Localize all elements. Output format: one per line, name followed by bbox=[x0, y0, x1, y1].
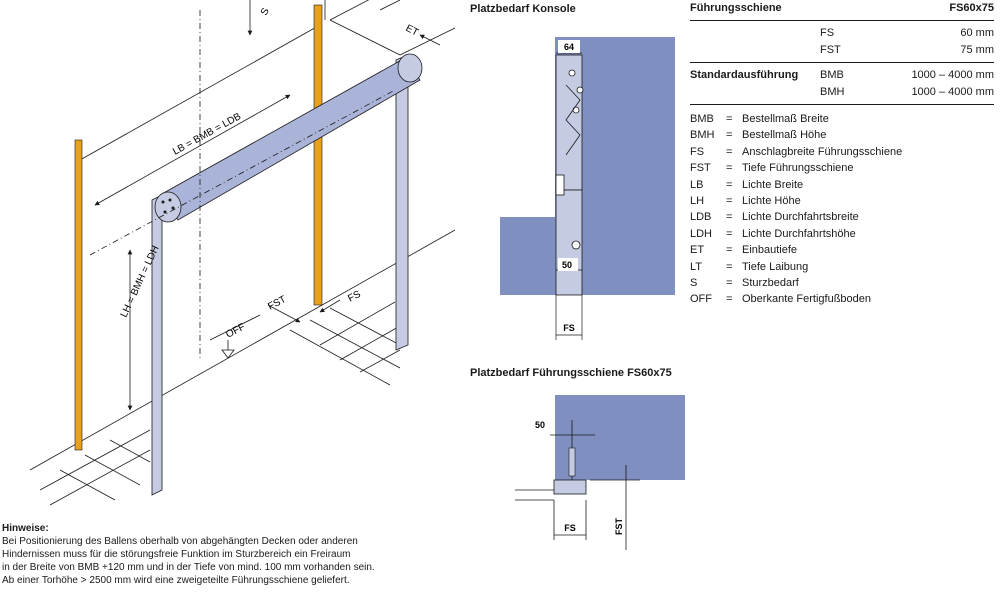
legend-item: LH=Lichte Höhe bbox=[690, 194, 801, 207]
legend-item: BMH=Bestellmaß Höhe bbox=[690, 129, 827, 142]
schiene-dim-fs: FS bbox=[564, 523, 576, 533]
spec-title: Führungsschiene bbox=[690, 2, 782, 14]
main-isometric-diagram: S ET LB = BMB = LDB LH = BMH = LDH FST F… bbox=[29, 0, 456, 506]
konsole-diagram: 64 50 FS bbox=[480, 37, 675, 340]
legend-item: LT=Tiefe Laibung bbox=[690, 260, 809, 273]
label-lb: LB = BMB = LDB bbox=[171, 111, 243, 158]
left-guide-rail bbox=[151, 194, 163, 496]
legend-item: ET=Einbautiefe bbox=[690, 244, 798, 257]
left-wall-edge bbox=[74, 139, 83, 451]
label-off: OFF bbox=[224, 322, 247, 341]
schiene-title: Platzbedarf Führungsschiene FS60x75 bbox=[470, 367, 672, 379]
konsole-dim-50: 50 bbox=[562, 260, 572, 270]
konsole-title: Platzbedarf Konsole bbox=[470, 3, 576, 15]
spec-group-standard: Standardausführung BMB 1000 – 4000 mm BM… bbox=[690, 63, 994, 105]
spec-title-value: FS60x75 bbox=[949, 2, 994, 14]
schiene-dim-fst: FST bbox=[614, 517, 624, 535]
label-s: S bbox=[259, 6, 272, 17]
spec-header: Führungsschiene FS60x75 bbox=[690, 0, 994, 21]
legend-item: S=Sturzbedarf bbox=[690, 276, 799, 289]
notes-title: Hinweise: bbox=[2, 523, 49, 534]
right-wall-edge bbox=[313, 4, 323, 306]
legend-item: LDB=Lichte Durchfahrtsbreite bbox=[690, 211, 859, 224]
spec-row: BMH 1000 – 4000 mm bbox=[820, 86, 994, 98]
spec-row: FST 75 mm bbox=[820, 44, 994, 56]
schiene-diagram: 50 FS FST bbox=[515, 395, 685, 550]
spec-group-dimensions: FS 60 mm FST 75 mm bbox=[690, 21, 994, 63]
schiene-dim-50: 50 bbox=[535, 420, 545, 430]
legend-item: FST=Tiefe Führungsschiene bbox=[690, 162, 854, 175]
label-fs: FS bbox=[346, 289, 363, 305]
konsole-dim-64: 64 bbox=[564, 42, 574, 52]
notes-line: Ab einer Torhöhe > 2500 mm wird eine zwe… bbox=[2, 575, 350, 586]
notes-line: Bei Positionierung des Ballens oberhalb … bbox=[2, 536, 358, 547]
schiene-rail bbox=[553, 479, 587, 495]
schiene-wall bbox=[555, 395, 685, 480]
notes-block: Hinweise: Bei Positionierung des Ballens… bbox=[2, 522, 432, 587]
label-et: ET bbox=[404, 23, 420, 39]
right-guide-rail bbox=[395, 54, 409, 351]
legend-item: BMB=Bestellmaß Breite bbox=[690, 113, 829, 125]
spec-row: FS 60 mm bbox=[820, 27, 994, 39]
notes-line: in der Breite von BMB +120 mm und in der… bbox=[2, 562, 375, 573]
konsole-dim-fs: FS bbox=[563, 323, 575, 333]
legend-item: LB=Lichte Breite bbox=[690, 178, 804, 191]
abbreviation-legend: BMB=Bestellmaß Breite BMH=Bestellmaß Höh… bbox=[690, 111, 990, 308]
legend-item: OFF=Oberkante Fertigfußboden bbox=[690, 293, 872, 306]
spec-table: Führungsschiene FS60x75 FS 60 mm FST 75 … bbox=[690, 0, 994, 105]
konsole-bracket bbox=[555, 54, 583, 191]
notes-line: Hindernissen muss für die störungsfreie … bbox=[2, 549, 351, 560]
spec-row: Standardausführung BMB 1000 – 4000 mm bbox=[690, 67, 994, 84]
legend-item: FS=Anschlagbreite Führungsschiene bbox=[690, 145, 903, 158]
spec-standard-label: Standardausführung bbox=[690, 69, 799, 81]
legend-item: LDH=Lichte Durchfahrtshöhe bbox=[690, 227, 856, 240]
